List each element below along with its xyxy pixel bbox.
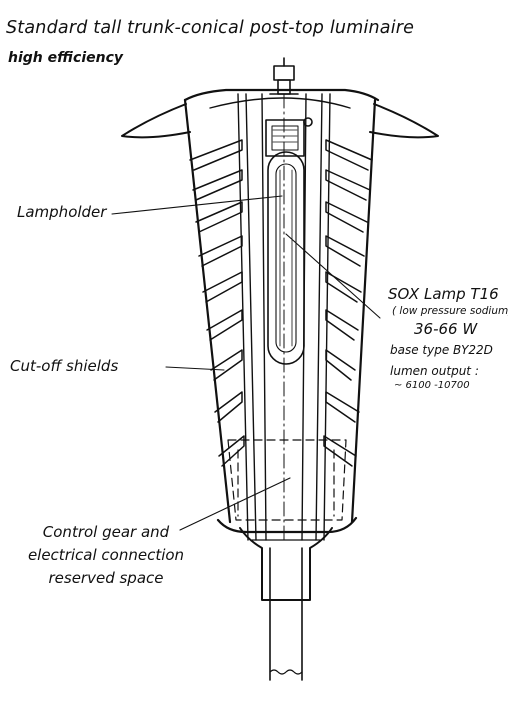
lamp-power: 36-66 W bbox=[414, 320, 478, 338]
page-subtitle: high efficiency bbox=[8, 50, 124, 66]
page-title: Standard tall trunk-conical post-top lum… bbox=[6, 18, 415, 38]
label-control-gear: Control gear and electrical connection r… bbox=[26, 521, 186, 590]
leader-cutoff bbox=[165, 366, 225, 371]
lamp-type: ( low pressure sodium) bbox=[392, 305, 508, 317]
tie-rods bbox=[237, 93, 331, 541]
leader-gear bbox=[179, 477, 291, 531]
label-control-gear-line-3: reserved space bbox=[48, 569, 164, 587]
lamp-lumen-label: lumen output : bbox=[390, 364, 479, 378]
luminaire-housing bbox=[121, 88, 439, 534]
base-collar bbox=[239, 527, 333, 601]
lamp-name: SOX Lamp T16 bbox=[388, 285, 499, 303]
lampholder bbox=[265, 117, 313, 157]
leader-lampholder bbox=[111, 195, 283, 215]
lamp-base: base type BY22D bbox=[390, 343, 493, 357]
leader-lines bbox=[111, 195, 381, 531]
leader-lamp bbox=[285, 233, 381, 319]
label-control-gear-line-1: Control gear and bbox=[42, 523, 170, 541]
cutoff-shields bbox=[189, 139, 373, 467]
label-control-gear-line-2: electrical connection bbox=[27, 546, 185, 564]
top-finial bbox=[269, 57, 299, 95]
label-lampholder: Lampholder bbox=[17, 203, 107, 221]
lamp-lumen-range: ~ 6100 -10700 bbox=[394, 380, 470, 391]
pole bbox=[269, 547, 303, 681]
sox-lamp bbox=[267, 151, 305, 365]
control-gear-space bbox=[227, 439, 347, 521]
label-cutoff-shields: Cut-off shields bbox=[10, 357, 119, 375]
